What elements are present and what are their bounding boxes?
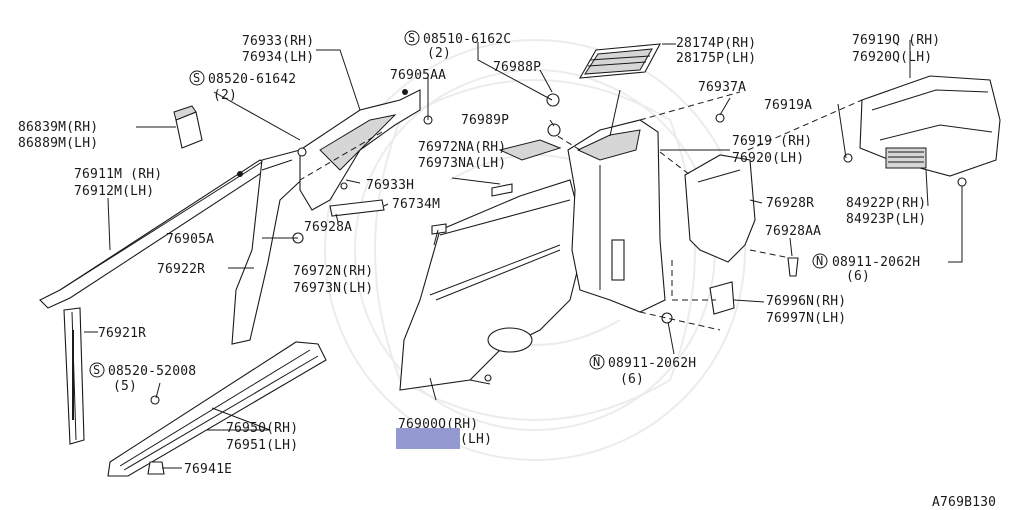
tray-76919q-part	[859, 75, 1001, 177]
label-08510-6162c: 08510-6162C	[423, 32, 511, 47]
label-76989p: 76989P	[461, 113, 509, 128]
label-76905a: 76905A	[166, 232, 214, 247]
label-84923p: 84923P(LH)	[846, 212, 926, 227]
label-86889m: 86889M(LH)	[18, 136, 98, 151]
label-76734m: 76734M	[392, 197, 440, 212]
label-76934: 76934(LH)	[242, 50, 314, 65]
nut-symbol-2-letter: N	[593, 355, 600, 369]
quarter-trim-76900q-part	[399, 139, 581, 391]
dashed-guide-lines	[299, 91, 863, 331]
label-08520-61642-qty: (2)	[213, 88, 237, 103]
kick-plate-part	[107, 341, 327, 477]
screw-symbol-letter: S	[193, 71, 200, 85]
screw-symbol	[189, 70, 205, 86]
label-76951: 76951(LH)	[226, 438, 298, 453]
label-76912m: 76912M(LH)	[74, 184, 154, 199]
label-08911-lower: 08911-2062H	[608, 356, 696, 371]
bracket-76734m-part	[329, 199, 385, 217]
label-08520-61642: 08520-61642	[208, 72, 296, 87]
label-84922p: 84922P(RH)	[846, 196, 926, 211]
label-76919a: 76919A	[764, 98, 812, 113]
label-76941e: 76941E	[184, 462, 232, 477]
highlighted-part-number	[396, 428, 460, 449]
label-76988p: 76988P	[493, 60, 541, 75]
label-76905aa: 76905AA	[390, 68, 446, 83]
diagram-code: A769B130	[932, 495, 996, 510]
label-76921r: 76921R	[98, 326, 146, 341]
label-76937a: 76937A	[698, 80, 746, 95]
label-76972na: 76972NA(RH)	[418, 140, 506, 155]
part-labels: 76933(RH) 76934(LH) S 08520-61642 (2) 86…	[18, 30, 996, 510]
label-76922r: 76922R	[157, 262, 205, 277]
pillar-trim-76921r-part	[63, 307, 85, 445]
label-76911m: 76911M (RH)	[74, 167, 162, 182]
label-76928aa: 76928AA	[765, 224, 821, 239]
net-28174p-part	[578, 43, 661, 79]
clip-86839m-part	[173, 105, 203, 149]
label-76973na: 76973NA(LH)	[418, 156, 506, 171]
label-76928r: 76928R	[766, 196, 814, 211]
label-08510-6162c-qty: (2)	[427, 46, 451, 61]
label-08520-52008-qty: (5)	[113, 379, 137, 394]
luggage-side-76919-part	[567, 119, 666, 313]
label-76919: 76919 (RH)	[732, 134, 812, 149]
nut-symbol-letter: N	[816, 254, 823, 268]
label-08911-upper-qty: (6)	[846, 269, 870, 284]
label-28175p: 28175P(LH)	[676, 51, 756, 66]
leader-lines	[84, 40, 963, 469]
screw-symbol-2-letter: S	[93, 363, 100, 377]
nut-symbol-2	[589, 354, 605, 370]
label-08911-upper: 08911-2062H	[832, 255, 920, 270]
label-08520-52008: 08520-52008	[108, 364, 196, 379]
screw-symbol-2	[89, 362, 105, 378]
clips-center	[431, 93, 673, 324]
label-28174p: 28174P(RH)	[676, 36, 756, 51]
label-76933: 76933(RH)	[242, 34, 314, 49]
label-76928a: 76928A	[304, 220, 352, 235]
label-76997n: 76997N(LH)	[766, 311, 846, 326]
label-76972n: 76972N(RH)	[293, 264, 373, 279]
label-76996n: 76996N(RH)	[766, 294, 846, 309]
label-76933h: 76933H	[366, 178, 414, 193]
screw-symbol-3	[404, 30, 420, 46]
label-76919q: 76919Q (RH)	[852, 33, 940, 48]
label-86839m: 86839M(RH)	[18, 120, 98, 135]
label-76973n: 76973N(LH)	[293, 281, 373, 296]
fasteners-right	[715, 113, 967, 277]
pillar-upper-76933-part	[299, 89, 421, 211]
panel-76928r-part	[684, 154, 756, 263]
label-08911-lower-qty: (6)	[620, 372, 644, 387]
pillar-76922r-part	[231, 149, 313, 345]
nut-symbol	[812, 253, 828, 269]
label-76901-tail: (LH)	[460, 432, 492, 447]
label-76950: 76950(RH)	[226, 421, 298, 436]
screw-symbol-3-letter: S	[408, 31, 415, 45]
label-76920q: 76920Q(LH)	[852, 50, 932, 65]
label-76920: 76920(LH)	[732, 151, 804, 166]
cover-76996n-part	[709, 281, 735, 315]
